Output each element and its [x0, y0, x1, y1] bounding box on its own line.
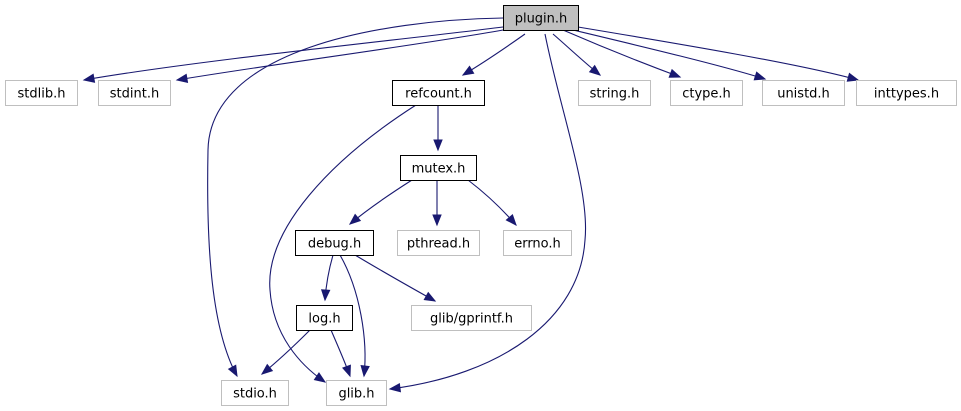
node-label-refcount: refcount.h: [405, 87, 472, 102]
node-gprintf: glib/gprintf.h: [411, 305, 532, 331]
node-box-refcount: [392, 80, 485, 106]
node-errno: errno.h: [503, 230, 572, 256]
node-string: string.h: [578, 80, 651, 106]
node-mutex[interactable]: mutex.h: [400, 155, 477, 181]
edge-plugin-to-stdio: [207, 17, 504, 377]
edge-plugin-to-ctype: [562, 29, 681, 78]
arrowhead-mutex-to-debug: [348, 213, 362, 225]
node-box-debug: [295, 230, 374, 256]
edge-plugin-to-refcount: [462, 33, 526, 76]
node-box-errno: [503, 230, 572, 256]
node-refcount[interactable]: refcount.h: [392, 80, 485, 106]
node-label-errno: errno.h: [514, 237, 561, 252]
node-log[interactable]: log.h: [296, 305, 353, 331]
node-box-string: [578, 80, 651, 106]
arrowhead-debug-to-gprintf: [423, 291, 437, 302]
arrowhead-debug-to-glib: [360, 365, 370, 378]
node-box-log: [296, 305, 353, 331]
arrowhead-mutex-to-errno: [505, 213, 517, 227]
node-label-mutex: mutex.h: [412, 162, 466, 177]
node-label-string: string.h: [590, 87, 640, 102]
arrowhead-plugin-to-glib: [388, 382, 402, 393]
edge-plugin-to-unistd: [572, 29, 766, 80]
nodes-layer: plugin.h stdlib.h stdint.h refcount.h string…: [5, 5, 957, 406]
arrowhead-plugin-to-inttypes: [846, 72, 860, 82]
node-label-unistd: unistd.h: [777, 87, 830, 102]
node-ctype: ctype.h: [670, 80, 743, 106]
node-label-stdint: stdint.h: [110, 87, 159, 102]
node-label-inttypes: inttypes.h: [874, 87, 939, 102]
node-box-stdio: [221, 380, 289, 406]
arrowhead-log-to-glib: [342, 364, 351, 378]
edge-mutex-to-debug: [349, 179, 413, 225]
arrowhead-plugin-to-string: [588, 64, 602, 76]
node-stdlib: stdlib.h: [5, 80, 78, 106]
node-box-glib: [326, 380, 387, 406]
edge-plugin-to-stdint: [176, 29, 504, 81]
edge-refcount-to-glib: [269, 104, 417, 383]
node-inttypes: inttypes.h: [856, 80, 957, 106]
node-box-gprintf: [411, 305, 532, 331]
node-plugin[interactable]: plugin.h: [503, 5, 579, 31]
arrowhead-log-to-stdio: [260, 363, 274, 375]
node-label-ctype: ctype.h: [682, 87, 731, 102]
arrowhead-plugin-to-stdio: [227, 364, 238, 378]
edge-debug-to-gprintf: [354, 254, 436, 302]
node-box-stdlib: [5, 80, 78, 106]
edge-plugin-to-inttypes: [577, 26, 859, 81]
edges-layer: [82, 17, 860, 393]
arrowhead-refcount-to-mutex: [433, 139, 443, 152]
arrowhead-mutex-to-pthread: [432, 214, 442, 227]
node-box-ctype: [670, 80, 743, 106]
arrowhead-plugin-to-unistd: [753, 71, 767, 81]
node-box-inttypes: [856, 80, 957, 106]
node-box-stdint: [98, 80, 171, 106]
arrowhead-plugin-to-stdlib: [82, 73, 96, 83]
node-label-gprintf: glib/gprintf.h: [430, 312, 513, 327]
node-glib: glib.h: [326, 380, 387, 406]
node-box-plugin: [503, 5, 579, 31]
node-label-stdlib: stdlib.h: [18, 87, 66, 102]
node-label-pthread: pthread.h: [407, 237, 470, 252]
edge-plugin-to-glib: [389, 33, 587, 390]
node-stdint: stdint.h: [98, 80, 171, 106]
arrowhead-debug-to-log: [320, 289, 331, 302]
arrowhead-refcount-to-glib: [313, 372, 327, 383]
node-box-unistd: [762, 80, 845, 106]
node-unistd: unistd.h: [762, 80, 845, 106]
node-label-debug: debug.h: [308, 237, 361, 252]
node-box-mutex: [400, 155, 477, 181]
node-stdio: stdio.h: [221, 380, 289, 406]
node-label-log: log.h: [308, 312, 340, 327]
node-label-glib: glib.h: [338, 387, 374, 402]
edge-plugin-to-stdlib: [83, 26, 504, 81]
arrowhead-plugin-to-refcount: [461, 65, 475, 76]
node-box-pthread: [397, 230, 480, 256]
arrowhead-plugin-to-ctype: [668, 68, 682, 78]
node-label-plugin: plugin.h: [515, 12, 568, 27]
edge-debug-to-glib: [339, 254, 366, 377]
node-pthread: pthread.h: [397, 230, 480, 256]
arrowhead-plugin-to-stdint: [175, 73, 189, 83]
node-debug[interactable]: debug.h: [295, 230, 374, 256]
node-label-stdio: stdio.h: [233, 387, 277, 402]
